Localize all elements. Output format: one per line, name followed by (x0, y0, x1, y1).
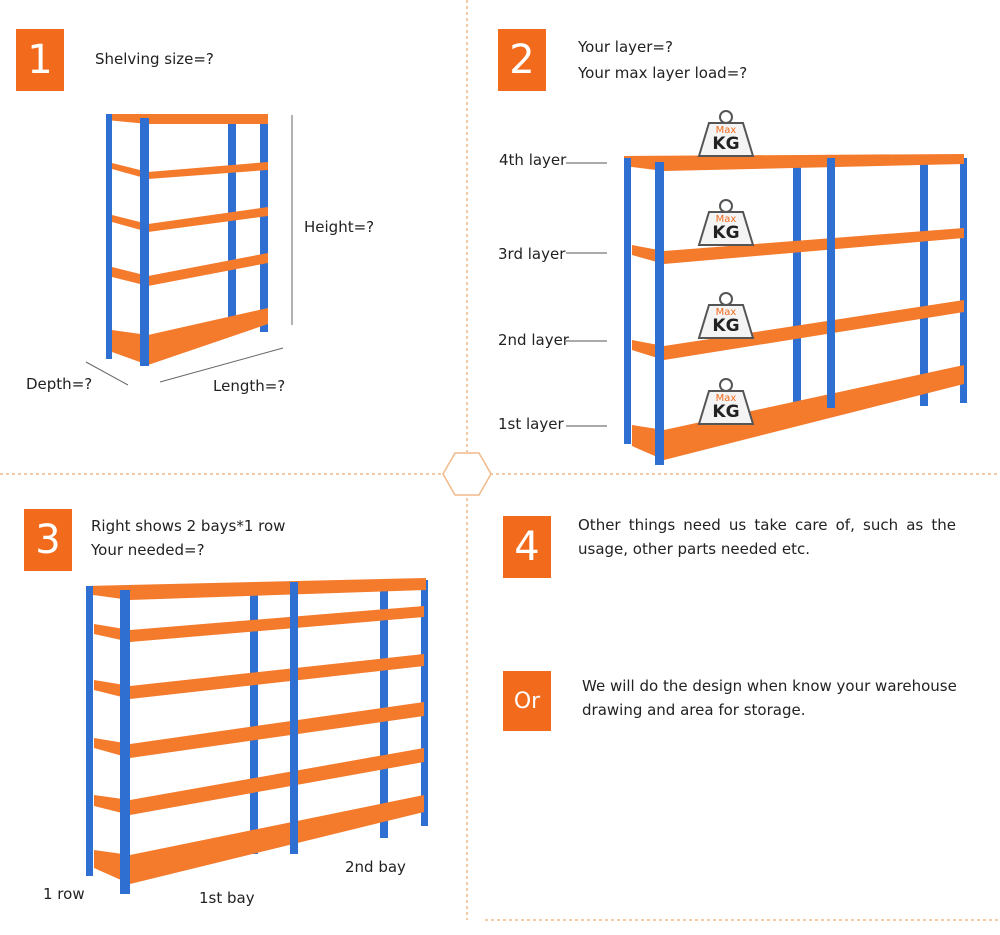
height-label: Height=? (304, 218, 375, 236)
other-requirements-text: Other things need us take care of, such … (578, 516, 956, 558)
layer-label-4: 4th layer (499, 151, 567, 169)
length-label: Length=? (213, 377, 286, 395)
max-layer-load-question: Your max layer load=? (578, 64, 748, 82)
step-number: 3 (35, 517, 61, 563)
step-2-badge: 2 (498, 29, 546, 91)
shelving-size-title: Shelving size=? (95, 50, 214, 68)
step-number: 1 (27, 37, 53, 83)
max-kg-weight-icon: Max KG (697, 199, 755, 247)
depth-label: Depth=? (26, 375, 93, 393)
row-label: 1 row (43, 885, 85, 903)
or-badge: Or (503, 671, 551, 731)
step-number: 2 (509, 37, 535, 83)
design-service-text: We will do the design when know your war… (582, 677, 957, 719)
or-label: Or (513, 688, 541, 714)
layer-label-3: 3rd layer (498, 245, 566, 263)
step-4-badge: 4 (503, 516, 551, 578)
center-hexagon (442, 452, 492, 496)
max-kg-weight-icon: Max KG (697, 292, 755, 340)
step-3-badge: 3 (24, 509, 72, 571)
layer-label-2: 2nd layer (498, 331, 569, 349)
max-kg-weight-icon: Max KG (697, 378, 755, 426)
your-layer-question: Your layer=? (578, 38, 673, 56)
first-bay-label: 1st bay (199, 889, 255, 907)
step-1-badge: 1 (16, 29, 64, 91)
bays-rows-description: Right shows 2 bays*1 row (91, 517, 286, 535)
step-number: 4 (514, 524, 540, 570)
your-needed-question: Your needed=? (91, 541, 205, 559)
max-kg-weight-icon: Max KG (697, 110, 755, 158)
second-bay-label: 2nd bay (345, 858, 406, 876)
layer-label-1: 1st layer (498, 415, 564, 433)
